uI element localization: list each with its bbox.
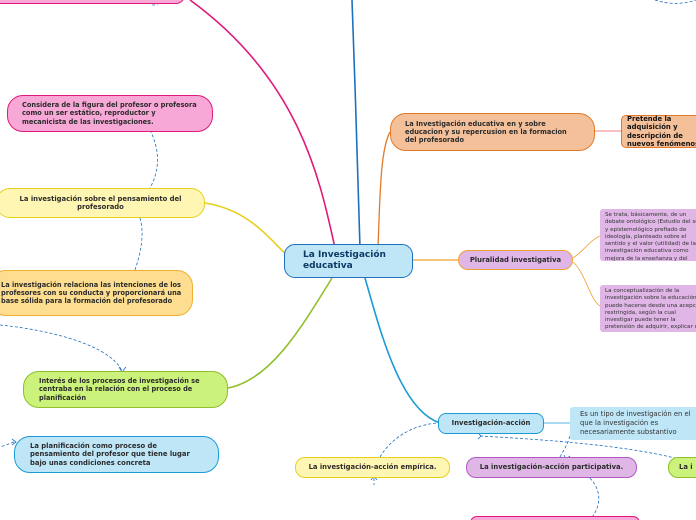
bubble-empirical-label: La investigación-acción empírica. (308, 463, 437, 472)
bottom-pink-fragment[interactable] (470, 516, 640, 520)
bubble-action-research-label: Investigación-acción (451, 419, 531, 428)
plurality-note-1[interactable]: Se trata, básicamente, de un debate onto… (600, 209, 696, 261)
bubble-planning[interactable]: La planificación como proceso de pensami… (14, 436, 219, 473)
bubble-relations[interactable]: La investigación relaciona las intencion… (0, 270, 193, 316)
dashed-planning-left (0, 441, 15, 448)
bubble-thinking-label: La investigación sobre el pensamiento de… (19, 194, 182, 211)
bubble-participative-label: La investigación-acción participativa. (479, 463, 624, 472)
dashed-participative-right (479, 435, 676, 459)
dashed-teacher-thinking (149, 129, 158, 189)
dashed-participative-down (589, 477, 600, 520)
link-action (364, 277, 441, 424)
bubble-planning-label: La planificación como proceso de pensami… (30, 441, 190, 467)
bubble-right-cut[interactable]: La i (668, 457, 696, 478)
arrow-head-action (477, 432, 482, 440)
bubble-empirical[interactable]: La investigación-acción empírica. (295, 457, 450, 478)
central-topic-label: La Investigación educativa (303, 249, 386, 271)
bubble-interest[interactable]: Interés de los procesos de investigación… (23, 371, 228, 408)
link-repercussion (377, 131, 391, 248)
bubble-interest-label: Interés de los procesos de investigación… (39, 377, 200, 402)
link-plurality-note1 (572, 235, 601, 259)
bubble-thinking[interactable]: La investigación sobre el pensamiento de… (0, 188, 205, 218)
dashed-participative-action (559, 433, 571, 458)
dashed-empirical-action (379, 422, 439, 458)
link-interest (227, 277, 333, 389)
bubble-teacher-figure-label: Considera de la figura del profesor o pr… (22, 101, 197, 126)
plurality-note-2[interactable]: La conceptualización de la investigación… (600, 285, 696, 332)
dashed-top-right (654, 0, 696, 4)
central-topic[interactable]: La Investigación educativa (284, 244, 413, 278)
bubble-action-research[interactable]: Investigación-acción (438, 413, 544, 434)
top-left-pink-fragment[interactable] (0, 0, 185, 4)
bubble-repercussion-label: La Investigación educativa en y sobre ed… (405, 119, 567, 145)
dashed-left-interest (0, 324, 123, 372)
plurality-note-1-text: Se trata, básicamente, de un debate onto… (605, 212, 696, 261)
action-note[interactable]: Es un tipo de investigación en el que la… (570, 407, 696, 440)
bubble-teacher-figure[interactable]: Considera de la figura del profesor o pr… (7, 95, 213, 132)
bubble-plurality-label: Pluralidad investigativa (469, 255, 562, 264)
link-top-pink (189, 0, 336, 249)
plurality-note-2-text: La conceptualización de la investigación… (605, 288, 696, 332)
link-thinking (204, 202, 291, 259)
bubble-repercussion[interactable]: La Investigación educativa en y sobre ed… (390, 113, 595, 151)
bubble-pretends-label: Pretende la adquisición y descripción de… (627, 114, 696, 148)
link-top-blue (351, 0, 361, 249)
dashed-thinking-relations (134, 217, 143, 271)
bubble-pretends[interactable]: Pretende la adquisición y descripción de… (621, 115, 696, 148)
bubble-relations-label: La investigación relaciona las intencion… (1, 280, 182, 306)
action-note-text: Es un tipo de investigación en el que la… (580, 410, 691, 436)
bubble-plurality[interactable]: Pluralidad investigativa (458, 250, 573, 270)
bubble-right-cut-label: La i (679, 463, 693, 472)
link-plurality-note2 (572, 261, 601, 307)
bubble-participative[interactable]: La investigación-acción participativa. (466, 457, 637, 478)
